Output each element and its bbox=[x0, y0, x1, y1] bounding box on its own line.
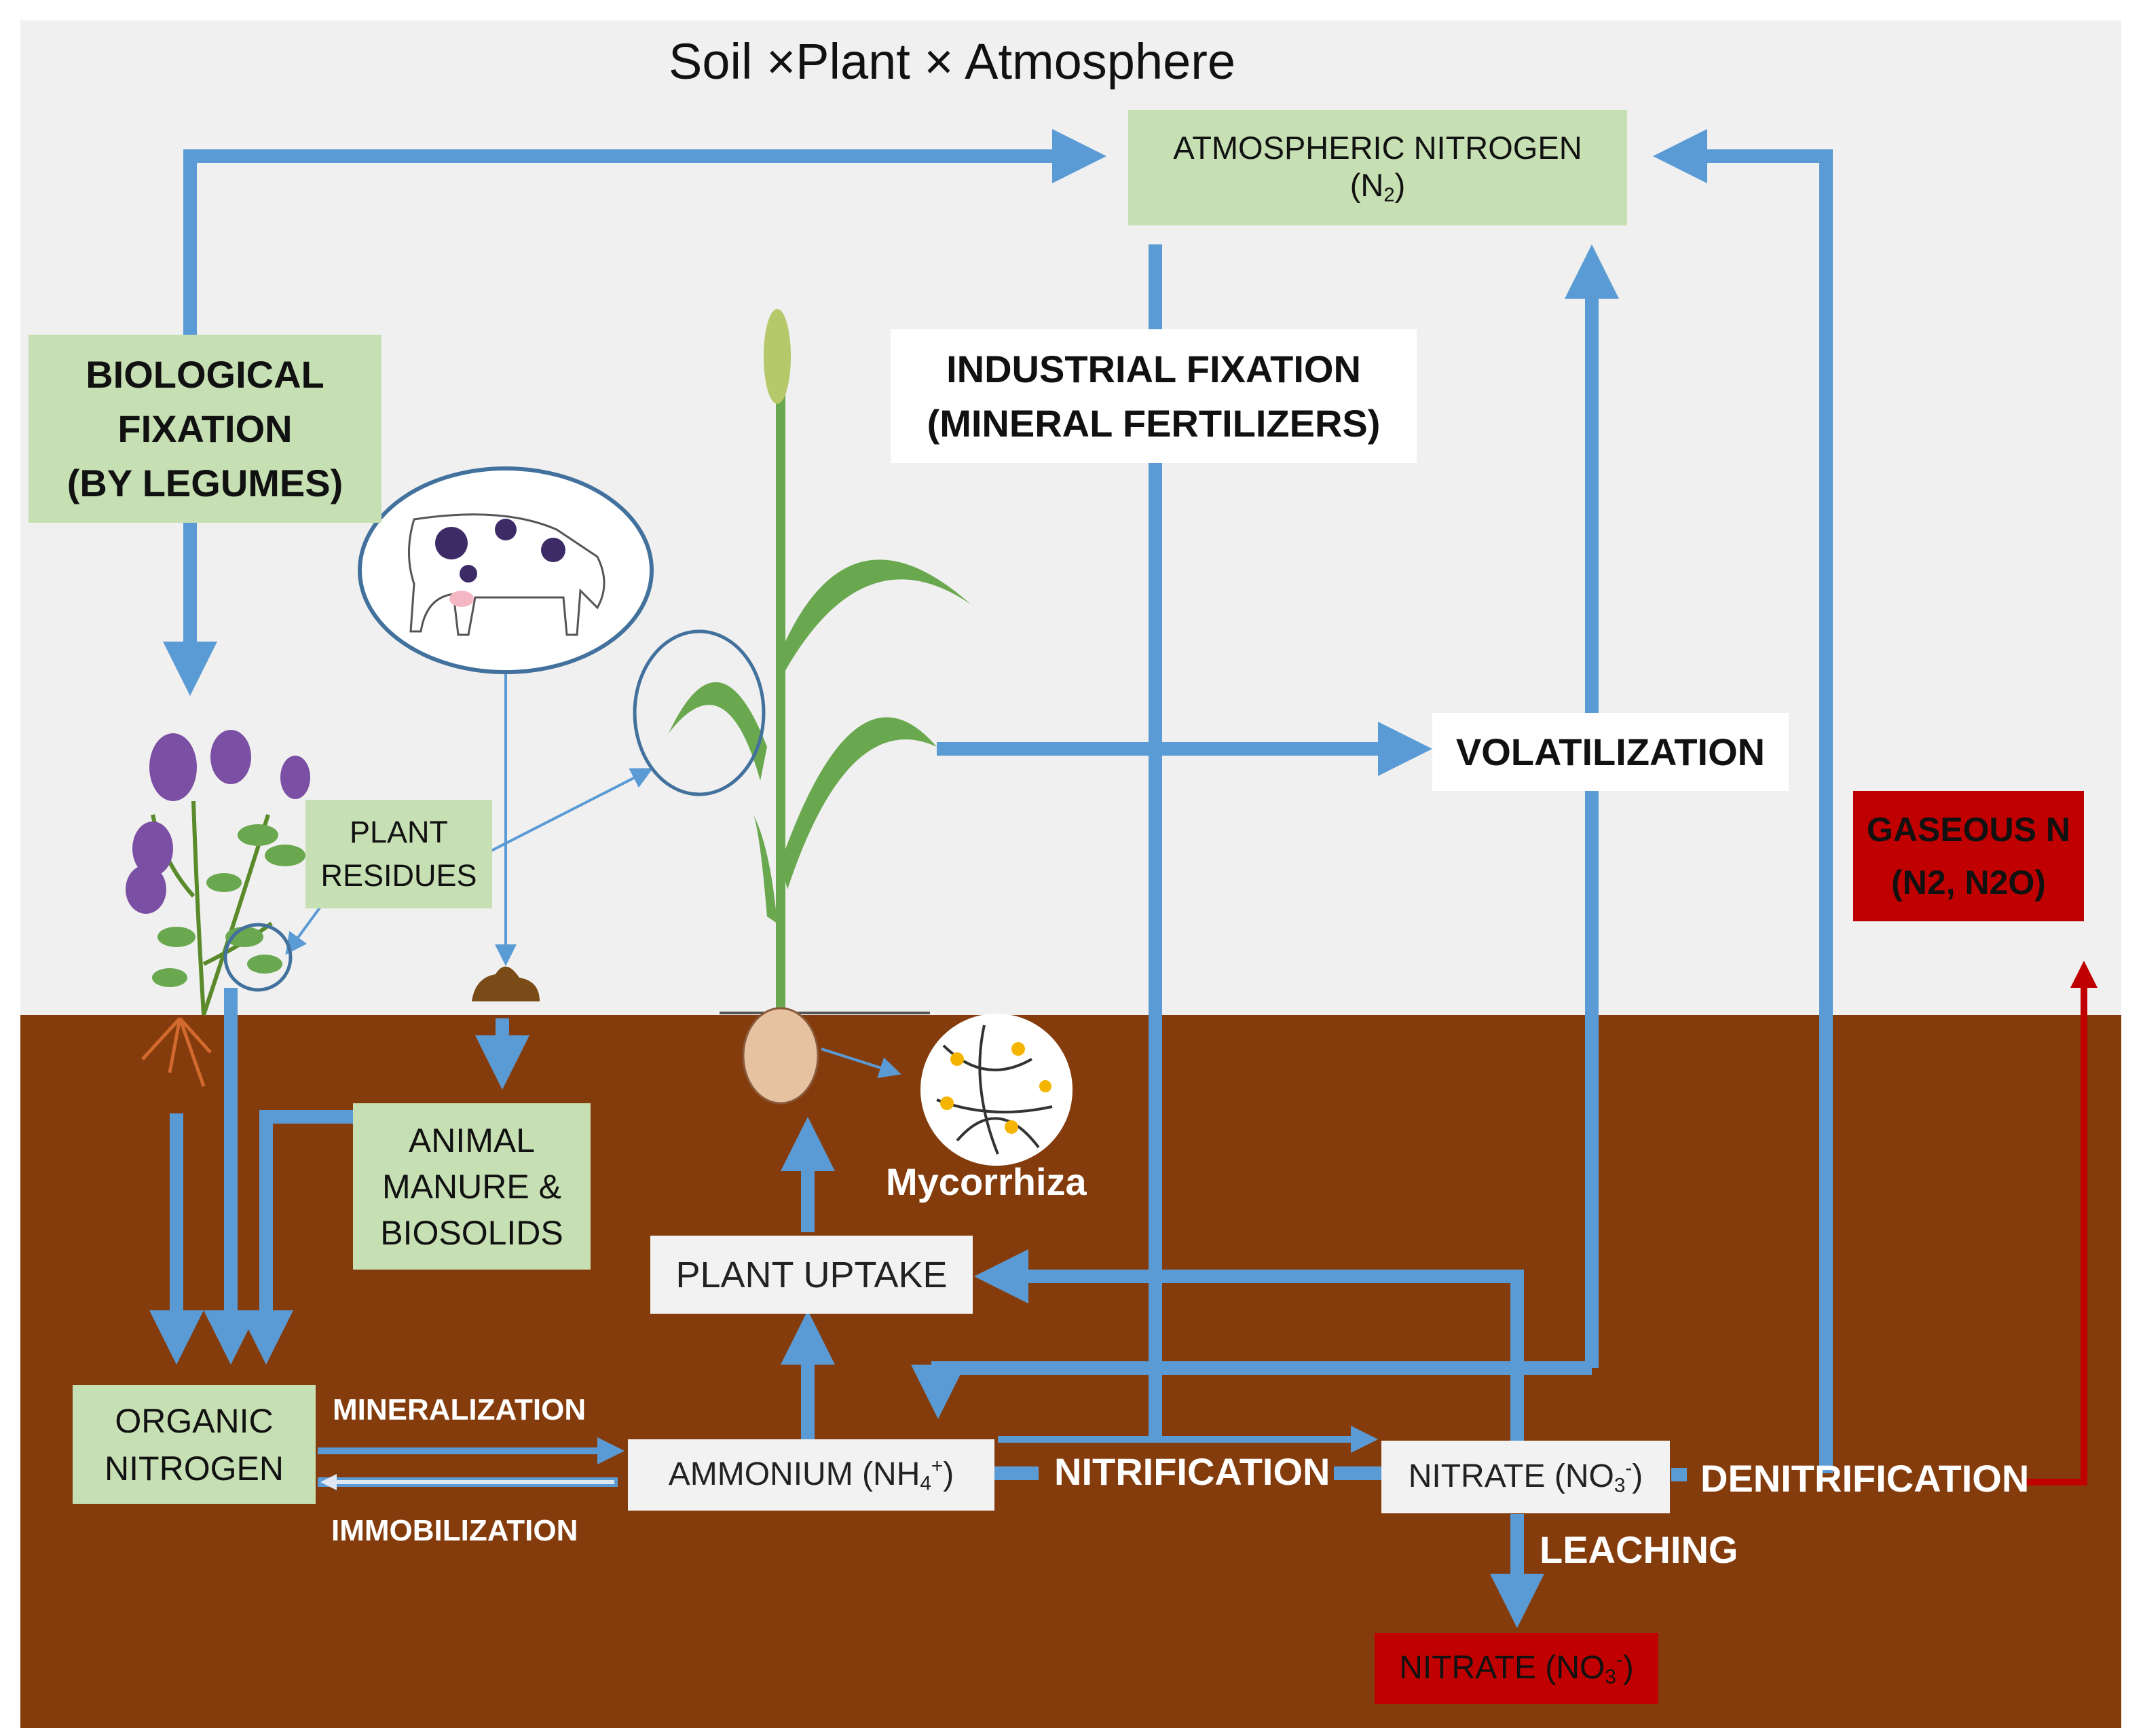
legume-highlight-circle bbox=[223, 923, 293, 992]
wheat-roots-icon bbox=[742, 1007, 819, 1105]
nitrate-leached-box: NITRATE (NO3-) bbox=[1375, 1633, 1658, 1704]
gaseous-n-box: GASEOUS N (N2, N2O) bbox=[1853, 791, 2084, 921]
denitrification-label: DENITRIFICATION bbox=[1700, 1457, 2030, 1500]
organic-nitrogen-box: ORGANIC NITROGEN bbox=[73, 1385, 316, 1504]
mycorrhiza-label: Mycorrhiza bbox=[886, 1160, 1087, 1203]
immobilization-label: IMMOBILIZATION bbox=[331, 1514, 578, 1547]
cow-udder-icon bbox=[449, 591, 474, 607]
arrow-to-gaseous-n bbox=[2026, 961, 2098, 1485]
nitrate-box: NITRATE (NO3-) bbox=[1381, 1441, 1670, 1513]
atmospheric-nitrogen-line1: ATMOSPHERIC NITROGEN bbox=[1173, 129, 1582, 166]
wheat-plant-illustration bbox=[633, 309, 971, 1105]
mineralization-label: MINERALIZATION bbox=[333, 1393, 586, 1426]
arrow-roots-to-mycorrhiza bbox=[821, 1048, 901, 1078]
cow-spot-icon bbox=[495, 519, 517, 540]
biological-fixation-box: BIOLOGICAL FIXATION (BY LEGUMES) bbox=[29, 335, 381, 523]
industrial-fixation-box: INDUSTRIAL FIXATION (MINERAL FERTILIZERS… bbox=[891, 329, 1417, 463]
arrow-nitrate-to-uptake bbox=[974, 1249, 1524, 1446]
legume-plant-illustration bbox=[126, 730, 310, 1087]
arrow-denitrification-up bbox=[1653, 129, 1833, 1473]
diagram-title: Soil ×Plant × Atmosphere bbox=[669, 33, 1236, 90]
legume-roots-icon bbox=[141, 1017, 212, 1087]
manure-pile-icon bbox=[472, 966, 540, 1001]
volatilization-box: VOLATILIZATION bbox=[1432, 713, 1789, 791]
arrow-residues-to-leaf bbox=[488, 768, 654, 853]
cow-spot-icon bbox=[541, 538, 565, 562]
ammonium-box: AMMONIUM (NH4+) bbox=[628, 1439, 994, 1511]
leaching-label: LEACHING bbox=[1540, 1528, 1738, 1571]
atmospheric-nitrogen-box: ATMOSPHERIC NITROGEN (N2) bbox=[1128, 110, 1627, 225]
arrow-volatilization-return bbox=[911, 1361, 1592, 1419]
leaf-highlight-ellipse bbox=[633, 629, 766, 796]
plant-uptake-box: PLANT UPTAKE bbox=[650, 1236, 973, 1314]
mycorrhiza-illustration bbox=[920, 1014, 1073, 1166]
cow-illustration bbox=[358, 466, 654, 674]
plant-residues-box: PLANT RESIDUES bbox=[305, 800, 492, 908]
atmospheric-nitrogen-line2: (N2) bbox=[1349, 166, 1406, 206]
arrow-manure-to-organic bbox=[239, 1110, 353, 1365]
animal-manure-box: ANIMAL MANURE & BIOSOLIDS bbox=[353, 1103, 591, 1270]
wheat-ear-icon bbox=[764, 309, 791, 404]
cow-spot-icon bbox=[460, 565, 477, 583]
nitrification-label: NITRIFICATION bbox=[1054, 1450, 1330, 1493]
cow-spot-icon bbox=[435, 527, 468, 559]
